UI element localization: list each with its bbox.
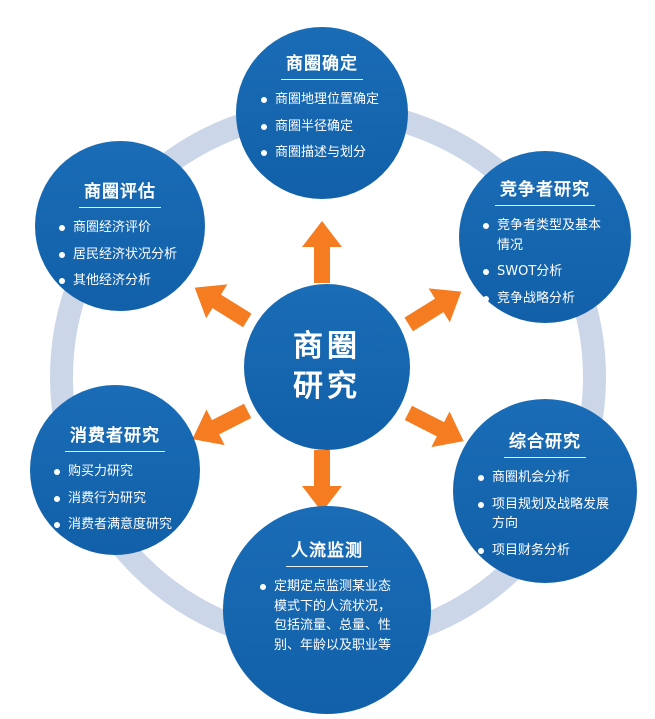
arrow-down-left-icon	[192, 403, 252, 446]
center-title-line2: 研究	[293, 369, 361, 404]
node-title: 综合研究	[453, 427, 637, 458]
bullet-text: 定期定点监测某业态模式下的人流状况，包括流量、总量、性别、年龄以及职业等	[274, 579, 392, 653]
bullet-icon	[54, 495, 60, 502]
bullet-text: 消费者满意度研究	[68, 517, 173, 532]
bullet-icon	[261, 150, 267, 156]
bullet-text: SWOT分析	[497, 264, 563, 279]
bullet-text: 商圈半径确定	[275, 118, 354, 134]
bullet-text: 居民经济状况分析	[73, 246, 178, 262]
node-foot-traffic-monitoring: 人流监测 定期定点监测某业态模式下的人流状况，包括流量、总量、性别、年龄以及职业…	[223, 506, 431, 714]
arrow-up-right-icon	[404, 288, 462, 332]
bullet-text: 项目财务分析	[492, 542, 571, 558]
list-item: 项目财务分析	[478, 541, 612, 561]
node-bullet-list: 定期定点监测某业态模式下的人流状况，包括流量、总量、性别、年龄以及职业等	[260, 577, 394, 655]
list-item: 居民经济状况分析	[59, 245, 181, 265]
bullet-icon	[478, 475, 484, 481]
node-title-text: 消费者研究	[65, 421, 165, 452]
arrow-shape	[192, 403, 252, 446]
list-item: 商圈经济评价	[59, 218, 181, 238]
bullet-icon	[59, 251, 65, 258]
bullet-icon	[54, 522, 60, 528]
bullet-text: 商圈地理位置确定	[275, 92, 380, 107]
bullet-text: 其他经济分析	[73, 273, 152, 288]
bullet-text: 竞争者类型及基本情况	[497, 218, 602, 253]
list-item: 项目规划及战略发展方向	[478, 495, 612, 534]
node-trade-area-evaluation: 商圈评估 商圈经济评价 居民经济状况分析 其他经济分析	[35, 141, 205, 311]
bullet-icon	[260, 584, 266, 590]
bullet-icon	[59, 225, 65, 231]
node-bullet-list: 商圈机会分析 项目规划及战略发展方向 项目财务分析	[478, 468, 612, 560]
arrow-shape	[302, 450, 342, 512]
bullet-icon	[483, 269, 489, 275]
node-bullet-list: 竞争者类型及基本情况 SWOT分析 竞争战略分析	[483, 216, 607, 308]
node-title: 竞争者研究	[459, 175, 631, 206]
node-trade-area-determination: 商圈确定 商圈地理位置确定 商圈半径确定 商圈描述与划分	[236, 27, 408, 199]
list-item: 竞争者类型及基本情况	[483, 216, 607, 255]
node-bullet-list: 购买力研究 消费行为研究 消费者满意度研究	[54, 462, 176, 535]
node-title-text: 商圈确定	[281, 49, 363, 80]
bullet-icon	[483, 223, 489, 229]
bullet-icon	[59, 278, 65, 284]
bullet-icon	[261, 97, 267, 103]
bullet-icon	[54, 469, 60, 475]
bullet-text: 商圈经济评价	[73, 220, 152, 235]
arrow-down-icon	[302, 450, 342, 512]
bullet-text: 商圈描述与划分	[275, 145, 367, 160]
node-bullet-list: 商圈地理位置确定 商圈半径确定 商圈描述与划分	[261, 90, 383, 163]
list-item: SWOT分析	[483, 262, 607, 282]
bullet-icon	[261, 123, 267, 130]
list-item: 消费行为研究	[54, 489, 176, 509]
list-item: 商圈半径确定	[261, 117, 383, 137]
arrow-up-left-icon	[194, 284, 252, 328]
arrow-shape	[404, 288, 462, 332]
node-title: 人流监测	[223, 536, 431, 567]
arrow-up-icon	[302, 221, 342, 283]
bullet-text: 竞争战略分析	[497, 290, 576, 306]
node-title-text: 商圈评估	[79, 177, 161, 208]
bullet-icon	[483, 295, 489, 302]
list-item: 定期定点监测某业态模式下的人流状况，包括流量、总量、性别、年龄以及职业等	[260, 577, 394, 655]
arrow-down-right-icon	[404, 405, 464, 448]
bullet-icon	[478, 547, 484, 554]
arrow-shape	[404, 405, 464, 448]
node-title: 商圈确定	[236, 49, 408, 80]
list-item: 消费者满意度研究	[54, 515, 176, 535]
list-item: 其他经济分析	[59, 271, 181, 291]
node-consumer-research: 消费者研究 购买力研究 消费行为研究 消费者满意度研究	[30, 385, 200, 555]
node-title-text: 竞争者研究	[495, 175, 595, 206]
node-comprehensive-research: 综合研究 商圈机会分析 项目规划及战略发展方向 项目财务分析	[453, 399, 637, 583]
list-item: 竞争战略分析	[483, 289, 607, 309]
list-item: 商圈机会分析	[478, 468, 612, 488]
center-title-line1: 商圈	[293, 328, 361, 364]
arrow-shape	[194, 284, 252, 328]
node-center-trade-area-research: 商圈 研究	[244, 284, 410, 450]
bullet-icon	[478, 501, 484, 508]
arrow-shape	[302, 221, 342, 283]
node-title: 消费者研究	[30, 421, 200, 452]
bullet-text: 商圈机会分析	[492, 470, 571, 485]
bullet-text: 购买力研究	[68, 464, 134, 479]
list-item: 商圈描述与划分	[261, 143, 383, 163]
node-bullet-list: 商圈经济评价 居民经济状况分析 其他经济分析	[59, 218, 181, 291]
node-title: 商圈评估	[35, 177, 205, 208]
bullet-text: 项目规划及战略发展方向	[492, 496, 610, 532]
node-title-text: 综合研究	[504, 427, 586, 458]
list-item: 购买力研究	[54, 462, 176, 482]
node-competitor-research: 竞争者研究 竞争者类型及基本情况 SWOT分析 竞争战略分析	[459, 151, 631, 323]
list-item: 商圈地理位置确定	[261, 90, 383, 110]
bullet-text: 消费行为研究	[68, 490, 147, 506]
node-title-text: 人流监测	[286, 536, 368, 567]
